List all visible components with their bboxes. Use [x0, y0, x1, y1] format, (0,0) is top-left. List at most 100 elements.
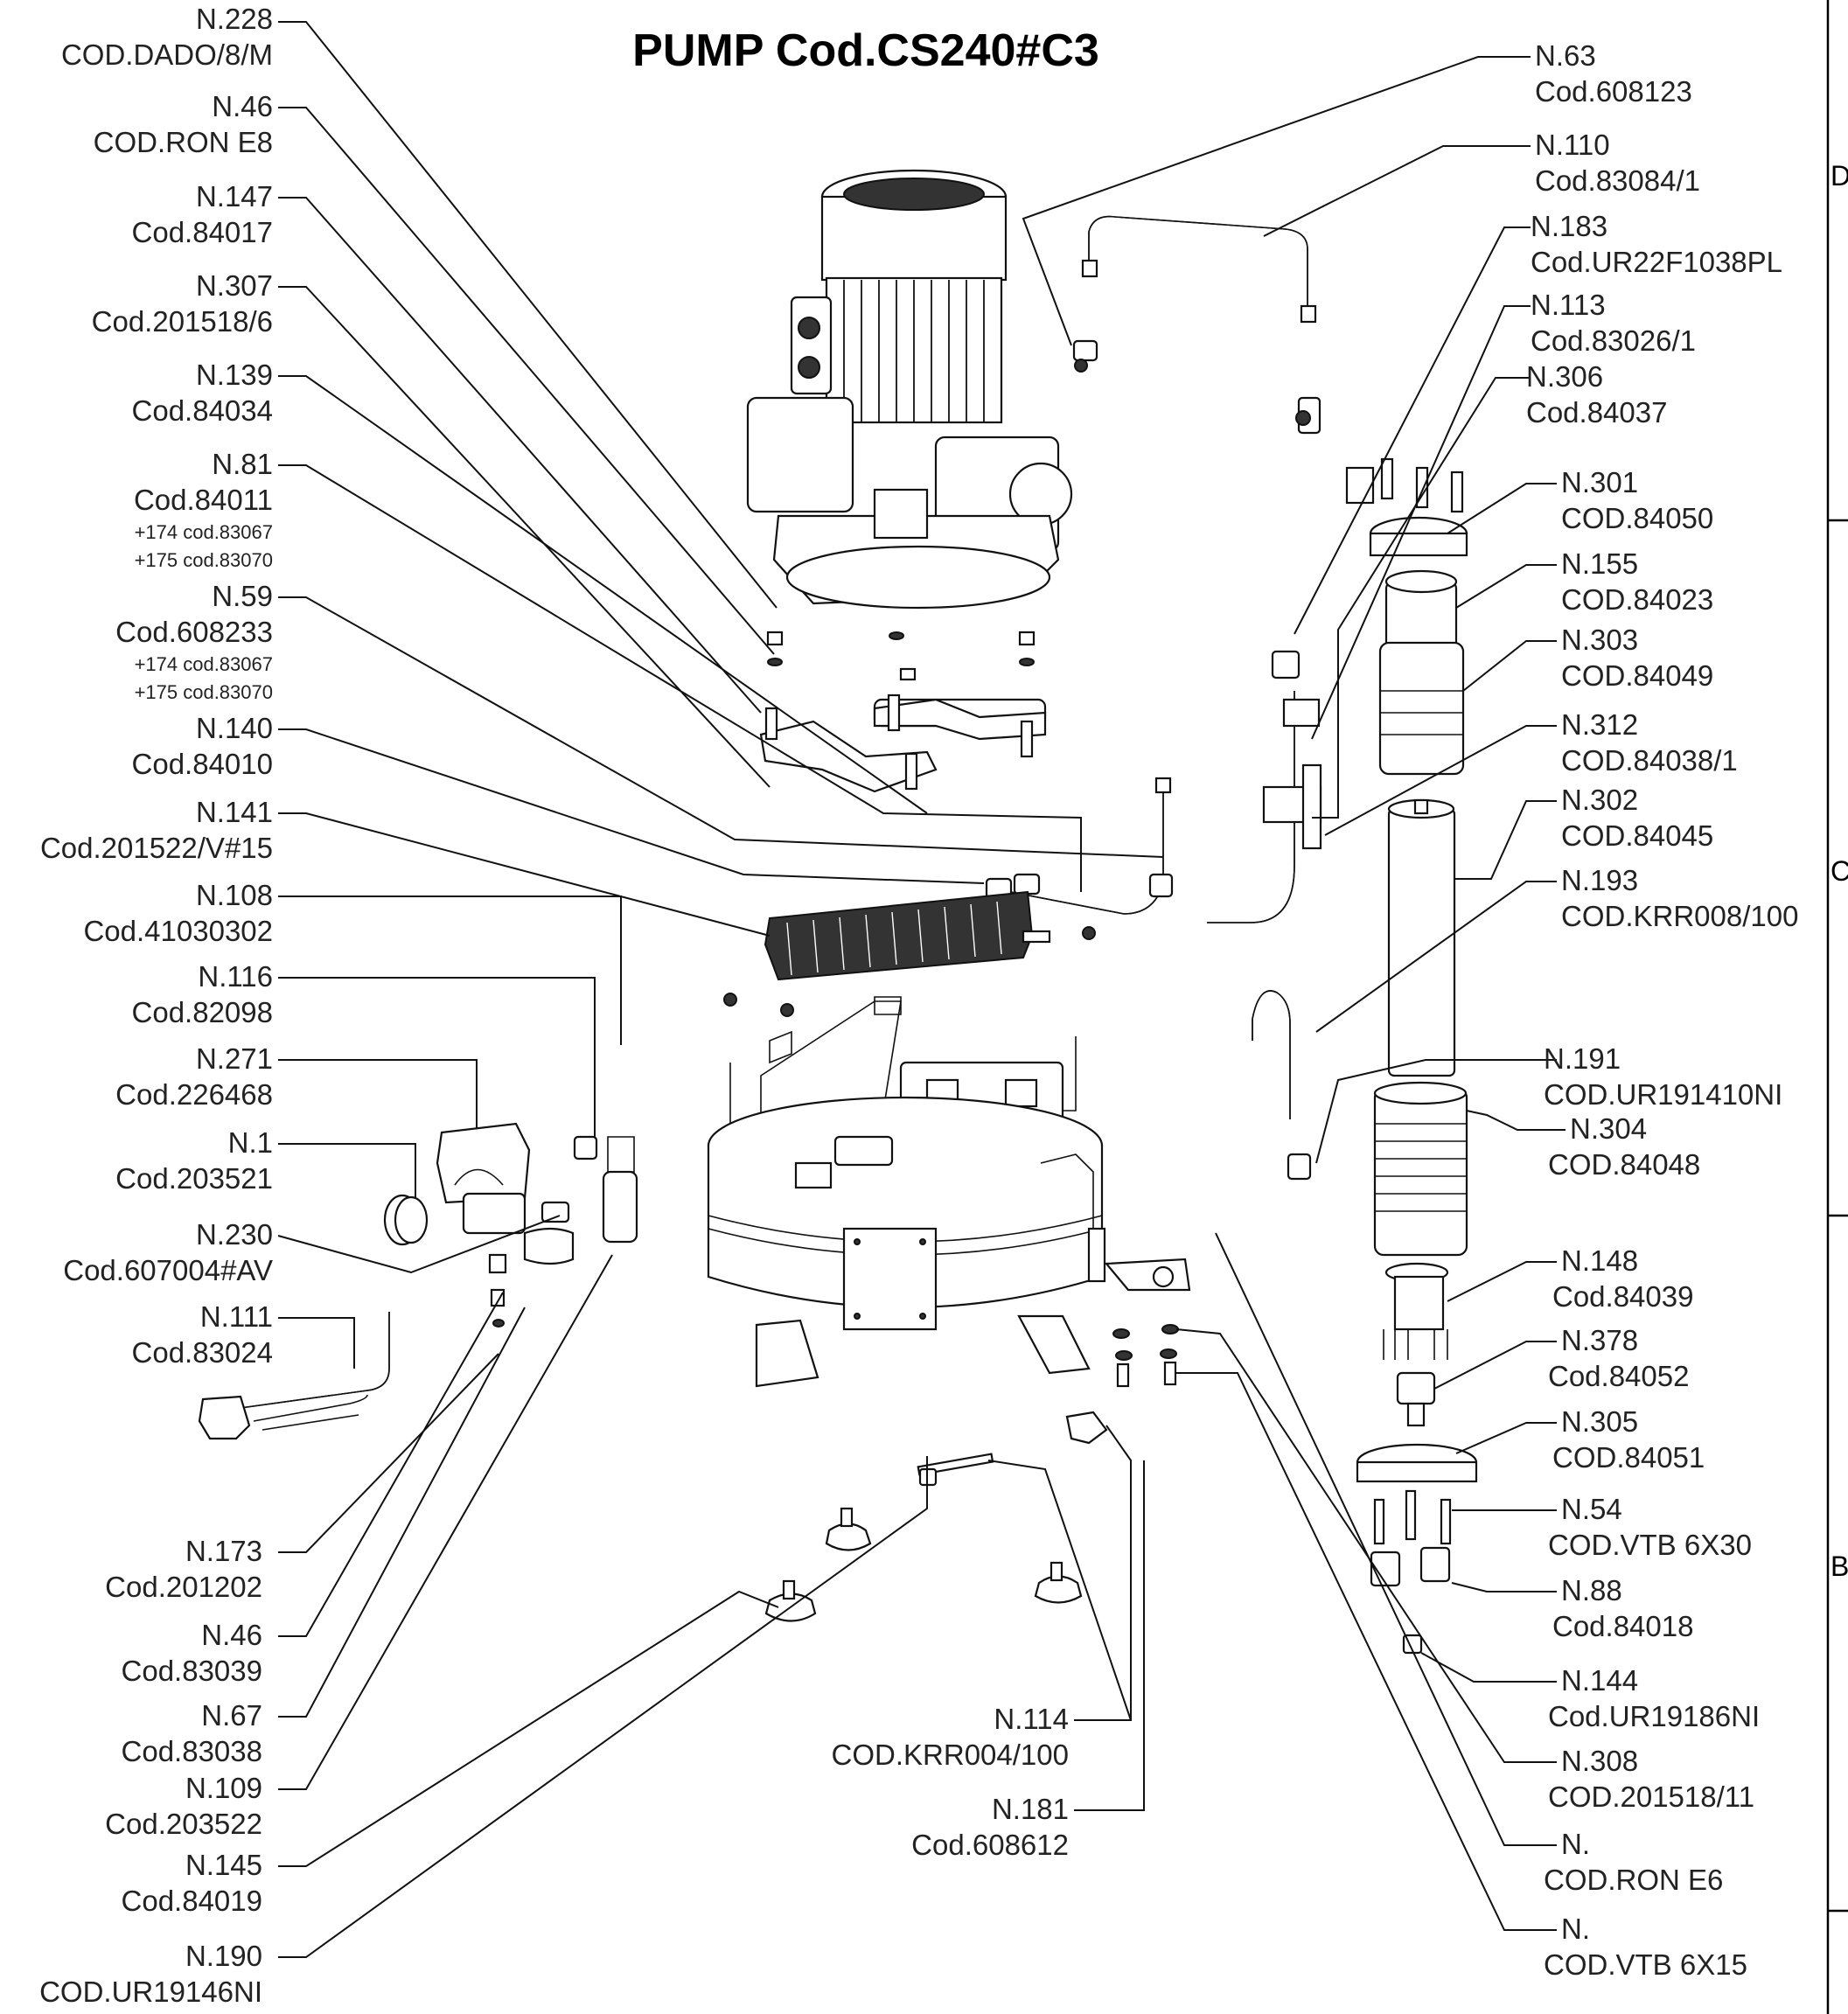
callout-number: N.307 — [196, 269, 273, 302]
drawing-frame: D C B — [1826, 0, 1848, 2014]
callout-number: N.109 — [185, 1772, 262, 1804]
callout-number: N.116 — [198, 960, 273, 993]
callout-number: N.46 — [201, 1619, 262, 1651]
callout-code: COD.84038/1 — [1561, 744, 1738, 777]
callout-extra: +175 cod.83070 — [135, 681, 273, 703]
callout-code: Cod.84019 — [122, 1885, 262, 1917]
callout-code: COD.84049 — [1561, 659, 1713, 692]
callout-number: N.113 — [1531, 289, 1606, 321]
callout-code: Cod.84017 — [132, 216, 273, 248]
callout-number: N.155 — [1561, 547, 1638, 580]
callout-number: N.228 — [196, 3, 273, 35]
connecting-tube — [985, 777, 1174, 915]
callout-code: Cod.226468 — [115, 1078, 273, 1111]
zone-label-b: B — [1831, 1551, 1848, 1582]
pressure-switch-line — [1207, 650, 1322, 923]
callout-code: COD.84050 — [1561, 502, 1713, 534]
callout-code: COD.UR191410NI — [1544, 1078, 1782, 1111]
callout-extra: +175 cod.83070 — [135, 549, 273, 571]
air-tank — [707, 1096, 1191, 1388]
callout-code: Cod.201518/6 — [92, 305, 273, 338]
callout-number: N.110 — [1535, 129, 1610, 161]
callout-number: N.141 — [196, 796, 273, 828]
callout-code: COD.201518/11 — [1548, 1781, 1754, 1813]
callout-code: Cod.608612 — [911, 1829, 1069, 1861]
callout-number: N. — [1561, 1828, 1590, 1860]
right-labels: N.63 Cod.608123 N.110 Cod.83084/1 N.183 … — [1526, 39, 1798, 1981]
pressure-switch — [383, 1122, 638, 1328]
callout-code: COD.UR19146NI — [39, 1976, 262, 2008]
callout-number: N.108 — [196, 879, 273, 911]
callout-code: Cod.84037 — [1526, 396, 1667, 429]
callout-code: Cod.203521 — [115, 1162, 273, 1195]
callout-number: N.303 — [1561, 624, 1638, 656]
feet-and-valves — [764, 1411, 1108, 1622]
callout-number: N.54 — [1561, 1493, 1622, 1525]
callout-number: N.111 — [200, 1300, 273, 1333]
callout-number: N.139 — [196, 359, 273, 391]
callout-code: COD.VTB 6X15 — [1544, 1948, 1747, 1981]
callout-code: Cod.83084/1 — [1535, 164, 1700, 197]
callout-number: N.190 — [185, 1940, 262, 1972]
callout-number: N.308 — [1561, 1745, 1638, 1777]
callout-code: Cod.83039 — [122, 1655, 262, 1687]
callout-code: Cod.UR19186NI — [1548, 1700, 1760, 1732]
callout-number: N.183 — [1531, 210, 1607, 242]
callout-number: N.312 — [1561, 708, 1638, 741]
callout-number: N.114 — [994, 1703, 1069, 1735]
zone-label-c: C — [1831, 855, 1848, 887]
callout-code: Cod.83038 — [122, 1735, 262, 1767]
leader-lines — [277, 21, 1566, 1958]
callout-code: COD.KRR008/100 — [1561, 900, 1798, 932]
callout-number: N.305 — [1561, 1405, 1638, 1438]
callout-code: Cod.203522 — [105, 1808, 262, 1840]
callout-number: N.140 — [196, 712, 273, 744]
callout-number: N.148 — [1561, 1244, 1638, 1277]
callout-number: N.81 — [212, 448, 273, 480]
callout-code: Cod.UR22F1038PL — [1531, 246, 1782, 278]
cooler-coil — [723, 890, 1096, 1017]
callout-extra: +174 cod.83067 — [135, 521, 273, 543]
callout-code: Cod.84018 — [1552, 1610, 1693, 1642]
callout-number: N.378 — [1561, 1324, 1638, 1356]
callout-number: N. — [1561, 1913, 1590, 1945]
motor-assembly — [746, 169, 1073, 610]
diagram-title: PUMP Cod.CS240#C3 — [632, 25, 1099, 76]
callout-code: Cod.201522/V#15 — [40, 832, 273, 864]
callout-code: COD.84051 — [1552, 1441, 1705, 1474]
motor-brackets — [759, 693, 1047, 793]
left-labels: N.228 COD.DADO/8/M N.46 COD.RON E8 N.147… — [39, 3, 273, 2008]
callout-code: Cod.84034 — [132, 394, 273, 427]
callout-number: N.147 — [196, 180, 273, 213]
return-pipe — [1252, 990, 1312, 1181]
callout-code: Cod.84010 — [132, 748, 273, 780]
callout-number: N.173 — [185, 1535, 262, 1567]
callout-code: COD.RON E8 — [94, 126, 273, 158]
callout-extra: +174 cod.83067 — [135, 653, 273, 675]
callout-code: Cod.84039 — [1552, 1280, 1693, 1313]
callout-number: N.46 — [212, 90, 273, 122]
callout-number: N.1 — [228, 1126, 273, 1159]
callout-number: N.304 — [1570, 1112, 1647, 1145]
tank-fasteners — [1112, 1324, 1179, 1388]
callout-number: N.144 — [1561, 1664, 1638, 1697]
callout-number: N.59 — [212, 580, 273, 612]
callout-code: COD.DADO/8/M — [61, 38, 273, 71]
callout-number: N.302 — [1561, 784, 1638, 816]
callout-code: Cod.607004#AV — [63, 1254, 273, 1286]
callout-code: COD.84023 — [1561, 583, 1713, 616]
callout-number: N.306 — [1526, 360, 1603, 393]
callout-code: Cod.84052 — [1548, 1360, 1689, 1392]
callout-number: N.191 — [1544, 1042, 1621, 1075]
center-labels: N.114 COD.KRR004/100 N.181 Cod.608612 — [832, 1703, 1069, 1861]
cylinder-stack — [1345, 457, 1478, 1655]
callout-number: N.301 — [1561, 466, 1638, 498]
mounting-nuts — [766, 631, 1036, 681]
callout-code: COD.84048 — [1548, 1148, 1700, 1181]
zone-label-d: D — [1831, 160, 1848, 192]
callout-code: Cod.608123 — [1535, 75, 1692, 108]
callout-code: Cod.83026/1 — [1531, 324, 1696, 357]
callout-number: N.181 — [992, 1793, 1069, 1825]
